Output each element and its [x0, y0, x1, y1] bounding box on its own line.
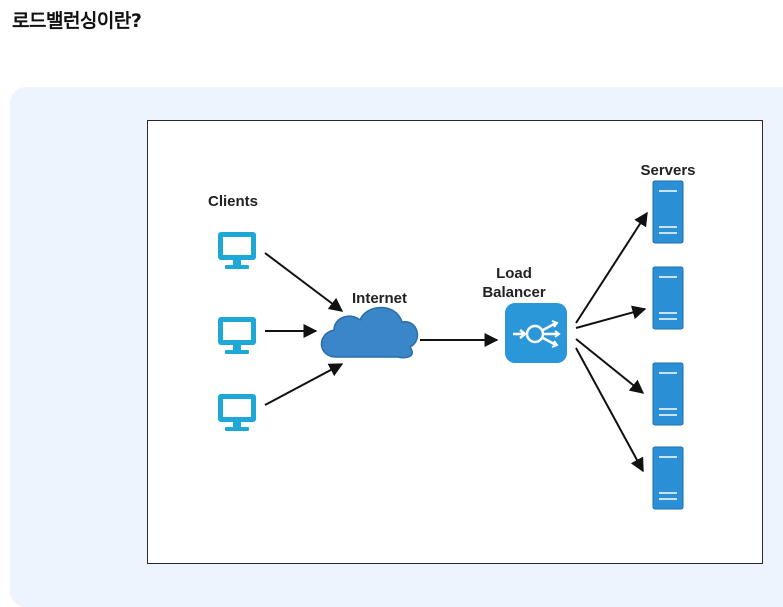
load-balancer-to-server-arrow — [575, 347, 644, 473]
internet-label: Internet — [352, 290, 407, 307]
server-icon — [652, 266, 684, 330]
load-balancer-label-line2: Balancer — [482, 284, 546, 301]
load-balancer-label-line1: Load — [496, 265, 532, 282]
load-balancer-to-server-arrow — [575, 211, 648, 324]
server-icon — [652, 362, 684, 426]
load-balancer-to-server-arrow — [575, 338, 645, 394]
page-title: 로드밸런싱이란? — [12, 10, 142, 32]
diagram-canvas: Clients Internet Load Balancer Servers — [208, 162, 696, 510]
monitor-icon — [218, 394, 256, 431]
clients-label: Clients — [208, 193, 258, 210]
servers-label: Servers — [640, 162, 695, 179]
client-to-internet-arrow — [264, 363, 344, 406]
cloud-icon — [320, 306, 419, 359]
monitor-icon — [218, 232, 256, 269]
load-balancing-diagram: Clients Internet Load Balancer Servers — [147, 120, 763, 564]
client-to-internet-arrow — [264, 252, 344, 312]
server-icon — [652, 180, 684, 244]
monitor-icon — [218, 317, 256, 354]
load-balancer-icon — [505, 303, 567, 363]
server-icon — [652, 446, 684, 510]
load-balancer-to-server-arrow — [575, 305, 647, 329]
